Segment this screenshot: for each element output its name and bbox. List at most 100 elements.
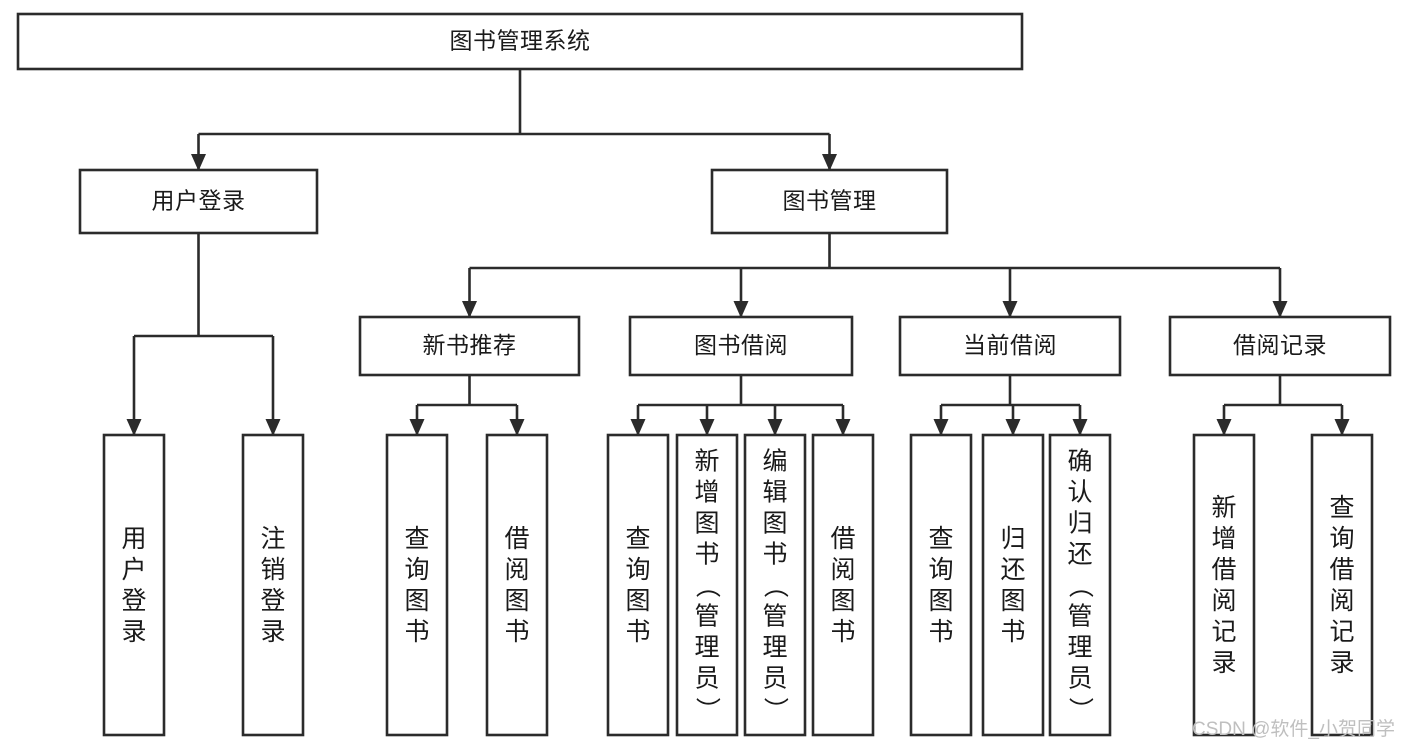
svg-text:书: 书 bbox=[625, 618, 650, 646]
svg-text:理: 理 bbox=[1067, 634, 1092, 662]
svg-text:登: 登 bbox=[260, 587, 285, 615]
svg-text:用: 用 bbox=[121, 525, 146, 553]
level3-node[interactable]: 当前借阅 bbox=[898, 315, 1122, 377]
svg-text:登: 登 bbox=[121, 587, 146, 615]
arrow-head-icon bbox=[409, 419, 425, 436]
root-node[interactable]: 图书管理系统 bbox=[16, 12, 1024, 71]
leaf-box[interactable] bbox=[909, 433, 973, 737]
leaf-box[interactable] bbox=[981, 433, 1045, 737]
svg-text:理: 理 bbox=[694, 634, 719, 662]
level3-box[interactable] bbox=[1168, 315, 1392, 377]
svg-text:（: （ bbox=[693, 573, 721, 598]
arrow-head-icon bbox=[265, 419, 281, 436]
root-box[interactable] bbox=[16, 12, 1024, 71]
leaf-box[interactable] bbox=[675, 433, 739, 737]
arrow-head-icon bbox=[630, 419, 646, 436]
svg-text:书: 书 bbox=[928, 618, 953, 646]
svg-text:录: 录 bbox=[1211, 649, 1236, 677]
svg-text:查: 查 bbox=[404, 525, 429, 553]
svg-text:）: ） bbox=[761, 697, 789, 722]
leaf-box[interactable] bbox=[241, 433, 305, 737]
arrow-head-icon bbox=[767, 419, 783, 436]
level2-box[interactable] bbox=[710, 168, 949, 235]
svg-text:询: 询 bbox=[404, 556, 429, 584]
svg-text:书: 书 bbox=[694, 541, 719, 569]
svg-text:还: 还 bbox=[1067, 541, 1092, 569]
level3-node[interactable]: 新书推荐 bbox=[358, 315, 581, 377]
svg-text:增: 增 bbox=[1211, 525, 1236, 553]
arrow-head-icon bbox=[835, 419, 851, 436]
level2-box[interactable] bbox=[78, 168, 319, 235]
root-label: 图书管理系统 bbox=[450, 28, 591, 54]
svg-text:图: 图 bbox=[830, 587, 855, 615]
svg-text:归: 归 bbox=[1067, 510, 1092, 538]
level3-node[interactable]: 借阅记录 bbox=[1168, 315, 1392, 377]
leaf-box[interactable] bbox=[485, 433, 549, 737]
svg-text:图: 图 bbox=[504, 587, 529, 615]
svg-text:理: 理 bbox=[762, 634, 787, 662]
leaf-box[interactable] bbox=[606, 433, 670, 737]
svg-text:书: 书 bbox=[404, 618, 429, 646]
svg-text:借: 借 bbox=[504, 525, 529, 553]
svg-text:确: 确 bbox=[1067, 448, 1092, 476]
level3-box[interactable] bbox=[358, 315, 581, 377]
svg-text:新: 新 bbox=[1211, 494, 1236, 522]
svg-text:）: ） bbox=[1066, 697, 1094, 722]
arrow-head-icon bbox=[1272, 301, 1288, 318]
svg-text:书: 书 bbox=[762, 541, 787, 569]
svg-text:还: 还 bbox=[1000, 556, 1025, 584]
svg-text:记: 记 bbox=[1211, 618, 1236, 646]
svg-text:增: 增 bbox=[694, 479, 719, 507]
svg-text:借: 借 bbox=[830, 525, 855, 553]
svg-text:认: 认 bbox=[1067, 479, 1092, 507]
leaf-box[interactable] bbox=[1310, 433, 1374, 737]
svg-text:图: 图 bbox=[762, 510, 787, 538]
arrow-head-icon bbox=[1072, 419, 1088, 436]
svg-text:阅: 阅 bbox=[1211, 587, 1236, 615]
level3-box[interactable] bbox=[628, 315, 854, 377]
svg-text:）: ） bbox=[693, 697, 721, 722]
level2-node[interactable]: 用户登录 bbox=[78, 168, 319, 235]
level3-label: 当前借阅 bbox=[963, 332, 1057, 358]
svg-text:询: 询 bbox=[928, 556, 953, 584]
leaf-box[interactable] bbox=[743, 433, 807, 737]
leaf-box[interactable] bbox=[1048, 433, 1112, 737]
svg-text:员: 员 bbox=[762, 665, 787, 693]
leaf-box[interactable] bbox=[385, 433, 449, 737]
level3-box[interactable] bbox=[898, 315, 1122, 377]
leaf-box[interactable] bbox=[102, 433, 166, 737]
svg-text:注: 注 bbox=[260, 525, 285, 553]
arrow-head-icon bbox=[1005, 419, 1021, 436]
arrow-head-icon bbox=[733, 301, 749, 318]
leaf-node[interactable]: 用户登录 bbox=[102, 433, 166, 737]
arrow-head-icon bbox=[933, 419, 949, 436]
svg-text:户: 户 bbox=[121, 556, 146, 584]
svg-text:员: 员 bbox=[694, 665, 719, 693]
leaf-box[interactable] bbox=[811, 433, 875, 737]
arrow-head-icon bbox=[1334, 419, 1350, 436]
arrow-head-icon bbox=[822, 154, 837, 171]
level2-label: 图书管理 bbox=[783, 188, 877, 214]
level2-node[interactable]: 图书管理 bbox=[710, 168, 949, 235]
level3-label: 借阅记录 bbox=[1233, 332, 1327, 358]
level3-node[interactable]: 图书借阅 bbox=[628, 315, 854, 377]
csdn-watermark: CSDN @软件_小贺同学 bbox=[1192, 719, 1395, 740]
leaf-box[interactable] bbox=[1192, 433, 1256, 737]
